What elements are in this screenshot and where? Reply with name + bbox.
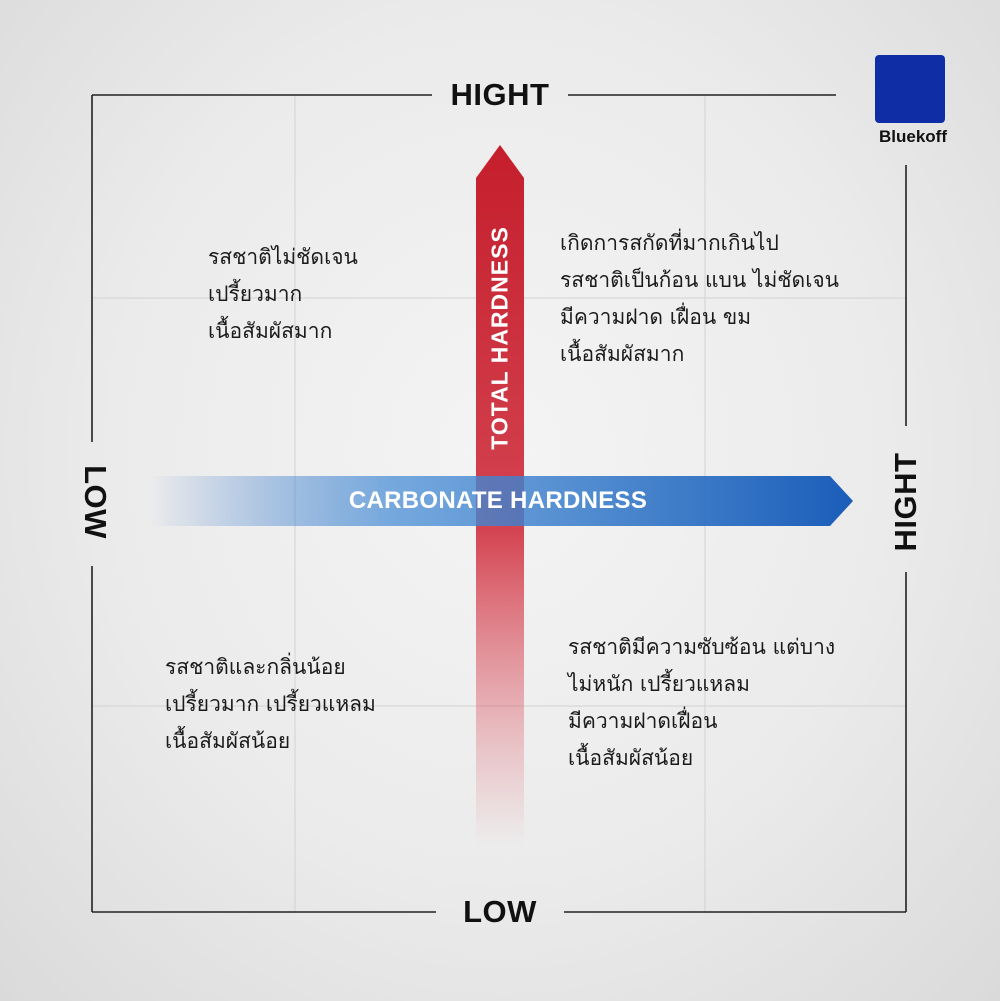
quadrant-line: รสชาติและกลิ่นน้อย (165, 655, 346, 679)
quadrant-top-right: เกิดการสกัดที่มากเกินไป รสชาติเป็นก้อน แ… (560, 225, 839, 373)
carbonate-hardness-label: CARBONATE HARDNESS (348, 487, 648, 514)
quadrant-bottom-right: รสชาติมีความซับซ้อน แต่บาง ไม่หนัก เปรี้… (568, 629, 835, 777)
bluekoff-logo-text: Bluekoff (879, 127, 947, 146)
bluekoff-logo-icon (875, 55, 945, 123)
quadrant-bottom-left: รสชาติและกลิ่นน้อย เปรี้ยวมาก เปรี้ยวแหล… (165, 649, 376, 760)
quadrant-line: เนื้อสัมผัสน้อย (568, 746, 694, 770)
axis-label-top: HIGHT (450, 77, 550, 112)
quadrant-line: เนื้อสัมผัสน้อย (165, 729, 291, 753)
total-hardness-label: TOTAL HARDNESS (486, 226, 513, 450)
carbonate-hardness-arrow (150, 476, 853, 526)
quadrant-line: รสชาติเป็นก้อน แบน ไม่ชัดเจน (560, 268, 840, 292)
axis-label-left: LOW (78, 465, 113, 539)
quadrant-line: เนื้อสัมผัสมาก (560, 342, 685, 366)
quadrant-line: เปรี้ยวมาก (208, 282, 303, 306)
quadrant-line: มีความฝาดเฝื่อน (568, 709, 718, 733)
quadrant-line: รสชาติมีความซับซ้อน แต่บาง (568, 635, 836, 659)
quadrant-line: เกิดการสกัดที่มากเกินไป (560, 231, 779, 255)
quadrant-line: เนื้อสัมผัสมาก (208, 319, 333, 343)
quadrant-line: รสชาติไม่ชัดเจน (208, 245, 358, 269)
outer-frame (91, 94, 907, 913)
quadrant-top-left: รสชาติไม่ชัดเจน เปรี้ยวมาก เนื้อสัมผัสมา… (208, 239, 358, 350)
bluekoff-logo: Bluekoff (871, 55, 955, 150)
quadrant-line: ไม่หนัก เปรี้ยวแหลม (568, 672, 750, 696)
axis-label-right: HIGHT (888, 452, 923, 552)
quadrant-line: เปรี้ยวมาก เปรี้ยวแหลม (165, 692, 376, 716)
axis-label-bottom: LOW (463, 894, 537, 929)
quadrant-line: มีความฝาด เฝื่อน ขม (560, 305, 752, 329)
